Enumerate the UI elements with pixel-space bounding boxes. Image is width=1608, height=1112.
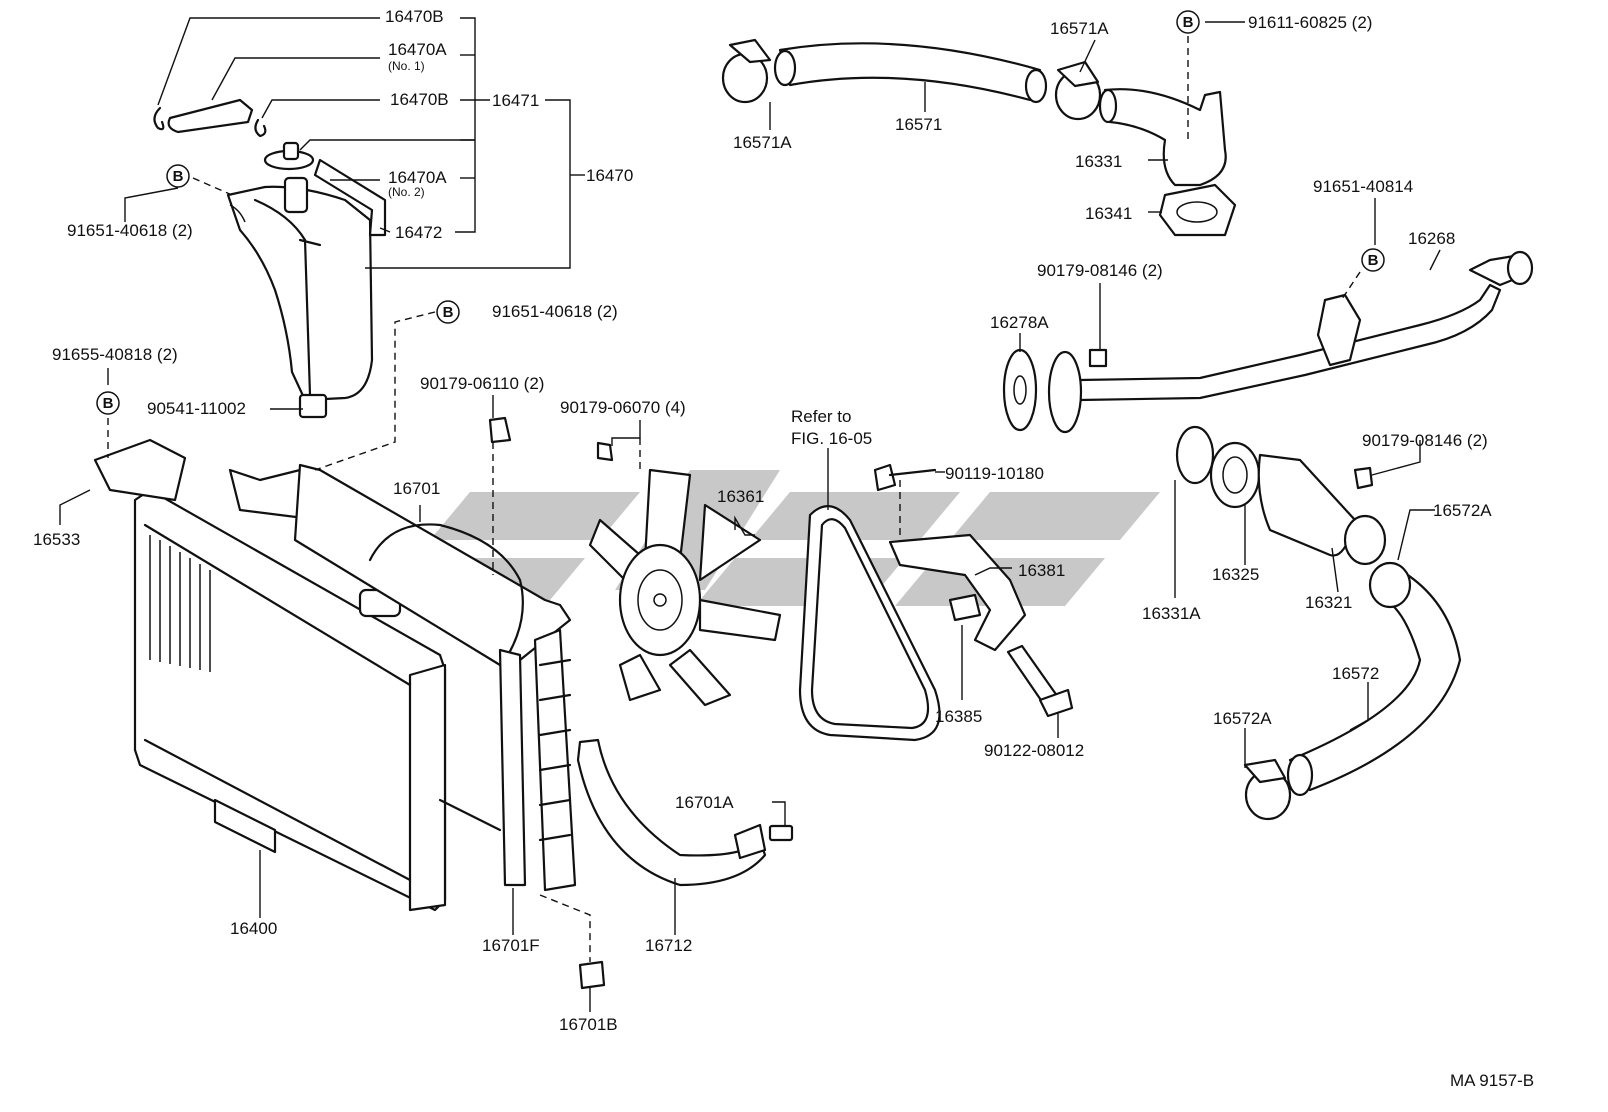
- label-90179-06110: 90179-06110 (2): [420, 374, 544, 393]
- label-16470: 16470: [586, 166, 633, 185]
- label-16571: 16571: [895, 115, 942, 134]
- cooling-fan-drawing: [488, 416, 782, 707]
- label-16572A-bottom: 16572A: [1213, 709, 1272, 728]
- label-16331: 16331: [1075, 152, 1122, 171]
- label-fig-ref: FIG. 16-05: [791, 429, 872, 448]
- label-16701: 16701: [393, 479, 440, 498]
- label-16321: 16321: [1305, 593, 1352, 612]
- label-refer-to: Refer to: [791, 407, 851, 426]
- label-90541-11002: 90541-11002: [147, 399, 246, 418]
- label-16533: 16533: [33, 530, 80, 549]
- label-16268: 16268: [1408, 229, 1455, 248]
- label-16381: 16381: [1018, 561, 1065, 580]
- b-marker-1: B: [166, 164, 190, 188]
- water-pipe-drawing: [1002, 250, 1534, 434]
- label-16701A: 16701A: [675, 793, 734, 812]
- label-16712: 16712: [645, 936, 692, 955]
- label-16470A-no1: 16470A: [388, 40, 447, 59]
- upper-hose-drawing: [721, 38, 1102, 121]
- svg-text:B: B: [103, 395, 114, 412]
- label-16571A-right: 16571A: [1050, 19, 1109, 38]
- label-91611-60825: 91611-60825 (2): [1248, 13, 1372, 32]
- label-90179-06070: 90179-06070 (4): [560, 398, 686, 417]
- label-16325: 16325: [1212, 565, 1259, 584]
- label-90179-08146-b: 90179-08146 (2): [1362, 431, 1488, 450]
- label-16470B-mid: 16470B: [390, 90, 449, 109]
- label-16701B: 16701B: [559, 1015, 618, 1034]
- label-16572: 16572: [1332, 664, 1379, 683]
- leader-lines: [59, 17, 1441, 1012]
- label-16361: 16361: [717, 487, 764, 506]
- label-91655-40818: 91655-40818 (2): [52, 345, 178, 364]
- label-16470A-no2: 16470A: [388, 168, 447, 187]
- label-16278A: 16278A: [990, 313, 1049, 332]
- label-16572A-top: 16572A: [1433, 501, 1492, 520]
- label-91651-40618-b: 91651-40618 (2): [492, 302, 618, 321]
- svg-text:B: B: [1183, 14, 1194, 31]
- label-16331A: 16331A: [1142, 604, 1201, 623]
- svg-text:B: B: [1368, 252, 1379, 269]
- lower-shroud-drawing: [576, 738, 794, 887]
- label-16341: 16341: [1085, 204, 1132, 223]
- label-16472: 16472: [395, 223, 442, 242]
- water-outlet-drawing: [1098, 88, 1237, 237]
- label-90179-08146-a: 90179-08146 (2): [1037, 261, 1163, 280]
- fan-shroud-drawing: [293, 463, 577, 892]
- label-90119-10180: 90119-10180: [945, 464, 1044, 483]
- label-16400: 16400: [230, 919, 277, 938]
- idler-bracket-drawing: [873, 463, 1074, 718]
- label-no1: (No. 1): [388, 59, 425, 73]
- label-16701F: 16701F: [482, 936, 540, 955]
- lower-hose-drawing: [1243, 561, 1462, 821]
- b-marker-2: B: [436, 300, 460, 324]
- label-90122-08012: 90122-08012: [984, 741, 1084, 760]
- svg-text:B: B: [443, 304, 454, 321]
- label-no2: (No. 2): [388, 185, 425, 199]
- label-16470B-top: 16470B: [385, 7, 444, 26]
- b-marker-4: B: [1176, 10, 1200, 34]
- b-marker-3: B: [96, 391, 120, 415]
- label-16385: 16385: [935, 707, 982, 726]
- clip-parts-drawing: [93, 438, 606, 990]
- b-marker-5: B: [1361, 248, 1385, 272]
- label-91651-40618-a: 91651-40618 (2): [67, 221, 193, 240]
- figure-code: MA 9157-B: [1450, 1071, 1534, 1090]
- svg-text:B: B: [173, 168, 184, 185]
- label-16571A-left: 16571A: [733, 133, 792, 152]
- drive-belt-drawing: [798, 505, 941, 742]
- thermostat-housing-drawing: [1175, 425, 1387, 566]
- label-16471: 16471: [492, 91, 539, 110]
- label-91651-40814: 91651-40814: [1313, 177, 1413, 196]
- reservoir-tank-drawing: [153, 98, 387, 419]
